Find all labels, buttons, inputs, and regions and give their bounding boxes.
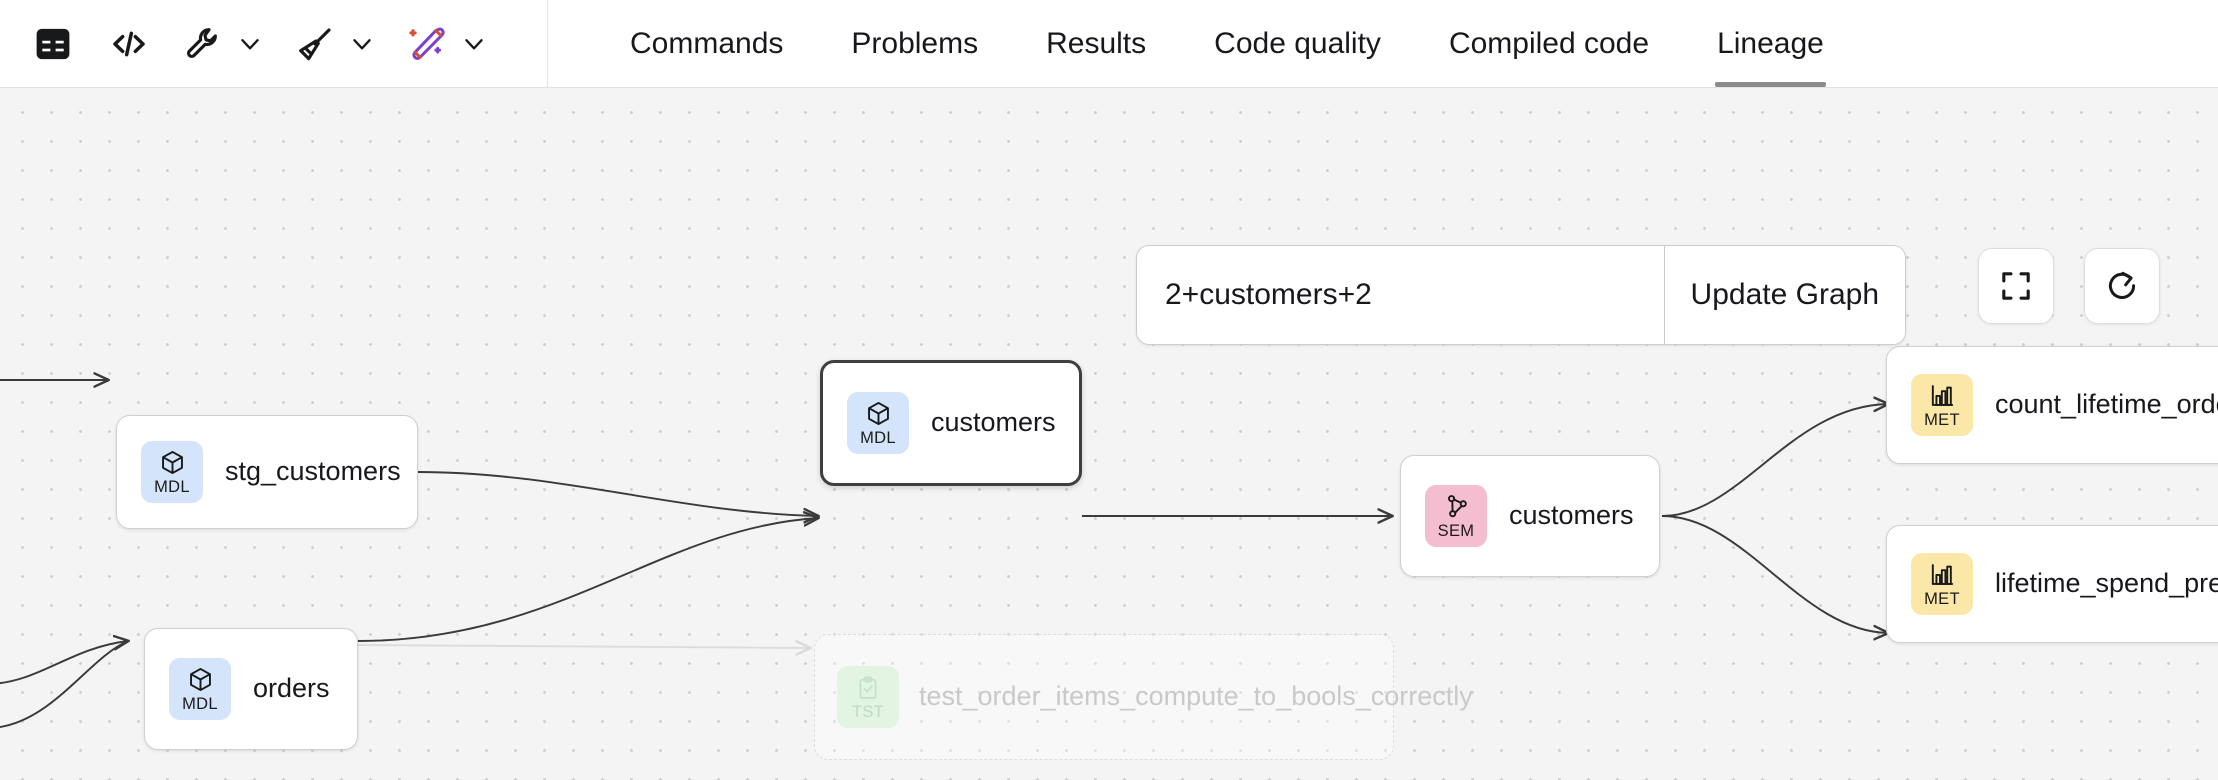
fit-view-button[interactable] bbox=[1978, 248, 2054, 324]
node-type-code: MET bbox=[1924, 590, 1960, 609]
tab-commands[interactable]: Commands bbox=[596, 0, 817, 87]
node-type-code: MDL bbox=[860, 429, 896, 448]
node-type-code: SEM bbox=[1437, 522, 1475, 541]
update-graph-button[interactable]: Update Graph bbox=[1663, 246, 1905, 344]
node-type-badge-tst: TST bbox=[837, 666, 899, 728]
node-type-badge-mdl: MDL bbox=[847, 392, 909, 454]
wrench-icon[interactable] bbox=[176, 15, 230, 73]
lineage-edges bbox=[0, 88, 2218, 728]
node-label: lifetime_spend_pretax bbox=[1995, 568, 2218, 599]
node-label: count_lifetime_orders bbox=[1995, 389, 2218, 420]
lineage-node-customers-model[interactable]: MDL customers bbox=[820, 360, 1082, 486]
node-type-code: TST bbox=[851, 703, 885, 722]
tab-label: Results bbox=[1046, 26, 1147, 60]
refresh-button[interactable] bbox=[2084, 248, 2160, 324]
lineage-node-test-order-items[interactable]: TST test_order_items_compute_to_bools_co… bbox=[814, 634, 1473, 760]
tab-label: Lineage bbox=[1717, 26, 1824, 60]
node-label: customers bbox=[931, 407, 1056, 438]
lineage-node-orders[interactable]: MDL orders bbox=[144, 628, 358, 750]
magic-wand-icon[interactable] bbox=[400, 15, 454, 73]
tab-label: Problems bbox=[851, 26, 979, 60]
lineage-canvas[interactable]: MDL stg_customers MDL orders bbox=[0, 88, 2218, 780]
cube-icon bbox=[187, 665, 214, 693]
node-type-code: MET bbox=[1924, 411, 1960, 430]
node-label: stg_customers bbox=[225, 456, 401, 487]
editor-tool-group bbox=[0, 0, 548, 87]
graph-search-bar: Update Graph bbox=[1136, 245, 1906, 345]
node-label: orders bbox=[253, 673, 330, 704]
tab-bar: Commands Problems Results Code quality C… bbox=[548, 0, 1858, 87]
tab-code-quality[interactable]: Code quality bbox=[1180, 0, 1415, 87]
tab-label: Compiled code bbox=[1448, 26, 1650, 60]
tab-label: Code quality bbox=[1214, 26, 1381, 60]
node-label: customers bbox=[1509, 500, 1634, 531]
node-label: test_order_items_compute_to_bools_correc… bbox=[919, 681, 1473, 712]
node-type-code: MDL bbox=[154, 478, 190, 497]
lineage-node-customers-semantic[interactable]: SEM customers bbox=[1400, 455, 1660, 577]
graph-search-input[interactable] bbox=[1137, 246, 1664, 344]
node-type-badge-met: MET bbox=[1911, 374, 1973, 436]
chevron-down-icon[interactable] bbox=[230, 15, 270, 73]
node-type-badge-mdl: MDL bbox=[141, 441, 203, 503]
top-toolbar: Commands Problems Results Code quality C… bbox=[0, 0, 2218, 88]
chevron-down-icon[interactable] bbox=[454, 15, 494, 73]
tab-label: Commands bbox=[630, 26, 784, 60]
tab-lineage[interactable]: Lineage bbox=[1683, 0, 1858, 87]
node-type-badge-met: MET bbox=[1911, 553, 1973, 615]
tab-compiled-code[interactable]: Compiled code bbox=[1415, 0, 1683, 87]
lineage-node-stg-customers[interactable]: MDL stg_customers bbox=[116, 415, 418, 529]
node-type-code: MDL bbox=[182, 695, 218, 714]
lineage-node-lifetime-spend-pretax[interactable]: MET lifetime_spend_pretax bbox=[1886, 525, 2218, 643]
tab-results[interactable]: Results bbox=[1012, 0, 1180, 87]
bar-chart-icon bbox=[1929, 560, 1956, 588]
broom-icon[interactable] bbox=[288, 15, 342, 73]
code-icon[interactable] bbox=[102, 15, 156, 73]
cube-icon bbox=[159, 448, 186, 476]
tab-problems[interactable]: Problems bbox=[817, 0, 1012, 87]
table-icon[interactable] bbox=[26, 15, 80, 73]
chevron-down-icon[interactable] bbox=[342, 15, 382, 73]
node-type-badge-mdl: MDL bbox=[169, 658, 231, 720]
cube-icon bbox=[865, 399, 892, 427]
bar-chart-icon bbox=[1929, 381, 1956, 409]
clipboard-check-icon bbox=[855, 673, 881, 701]
node-type-badge-sem: SEM bbox=[1425, 485, 1487, 547]
network-icon bbox=[1443, 492, 1470, 520]
lineage-node-count-lifetime-orders[interactable]: MET count_lifetime_orders bbox=[1886, 346, 2218, 464]
